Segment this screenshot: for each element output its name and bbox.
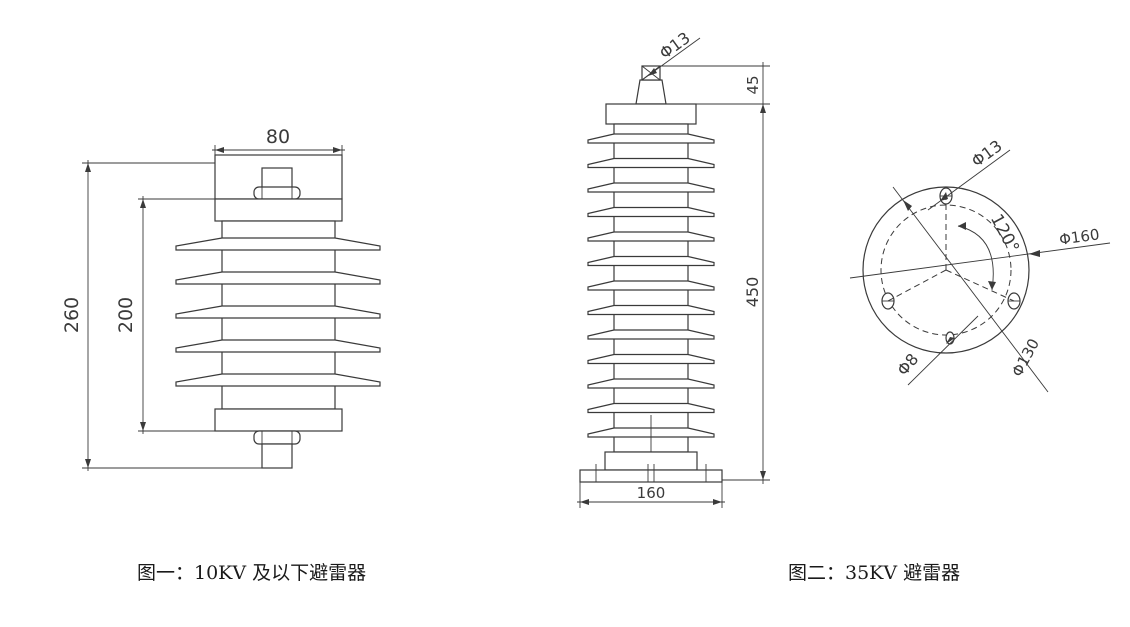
top-cap <box>605 103 697 125</box>
flange-plan-view: Φ160 Φ130 Φ13 Φ8 120° <box>849 136 1111 393</box>
shed <box>587 231 715 242</box>
dim-label-phi160: Φ160 <box>1058 225 1101 248</box>
dimension-terminal-height: 45 <box>660 62 770 108</box>
dimension-width: 80 <box>212 126 345 155</box>
shed <box>587 304 715 316</box>
sheds <box>175 237 381 387</box>
top-flange <box>214 198 343 222</box>
dim-label-120: 120° <box>986 211 1023 257</box>
shed <box>587 206 715 218</box>
dimension-total-height: 260 <box>61 160 262 471</box>
dimension-body-height: 450 <box>722 104 770 484</box>
dim-label-80: 80 <box>266 126 290 148</box>
bottom-stud <box>261 443 293 469</box>
dim-label-phi13-top: Φ13 <box>656 28 694 63</box>
caption-figure-2: 图二：35KV 避雷器 <box>788 562 960 584</box>
shed <box>587 255 715 267</box>
dimension-angle: 120° <box>957 211 1023 291</box>
shed <box>587 157 715 169</box>
arrester-10kv: 80 260 200 <box>61 126 381 471</box>
shed <box>587 182 715 193</box>
shed <box>587 353 715 365</box>
shed <box>587 402 715 414</box>
dimension-base-width: 160 <box>577 482 725 508</box>
dim-label-45: 45 <box>744 75 762 94</box>
top-terminal <box>635 79 667 105</box>
caption-figure-1: 图一：10KV 及以下避雷器 <box>137 562 366 584</box>
base-plate <box>579 469 723 483</box>
dim-label-160-base: 160 <box>637 484 666 502</box>
dim-label-260: 260 <box>61 297 83 333</box>
arrester-35kv: Φ13 45 450 160 <box>577 28 770 508</box>
shed <box>587 280 715 291</box>
base-block <box>604 451 698 471</box>
top-nut <box>253 186 301 200</box>
bottom-nut <box>253 430 301 445</box>
sheds <box>587 133 715 438</box>
bottom-flange <box>214 408 343 432</box>
mounting-holes <box>881 187 1021 345</box>
dim-label-phi13-plan: Φ13 <box>968 136 1006 171</box>
shed <box>587 329 715 340</box>
dim-label-450: 450 <box>743 277 762 308</box>
dim-label-200: 200 <box>115 297 137 333</box>
shed <box>587 378 715 389</box>
dim-label-phi130: Φ130 <box>1008 336 1043 380</box>
shed <box>587 133 715 144</box>
outer-circle <box>862 186 1030 354</box>
dimension-outer: Φ160 <box>849 225 1111 279</box>
dimension-shed-height: 200 <box>115 196 215 434</box>
